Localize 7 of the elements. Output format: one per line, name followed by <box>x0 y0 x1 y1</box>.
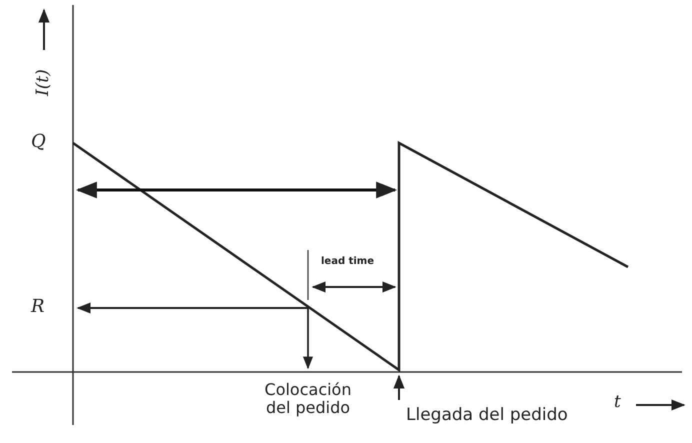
axis-label: Q <box>31 132 46 152</box>
event-label: Colocación del pedido <box>264 381 352 416</box>
axis-label: t <box>614 393 621 412</box>
axis-label: I(t) <box>34 69 53 96</box>
axis-label: R <box>31 297 45 317</box>
event-label: Llegada del pedido <box>406 406 568 425</box>
dimension-label: lead time <box>321 256 374 267</box>
